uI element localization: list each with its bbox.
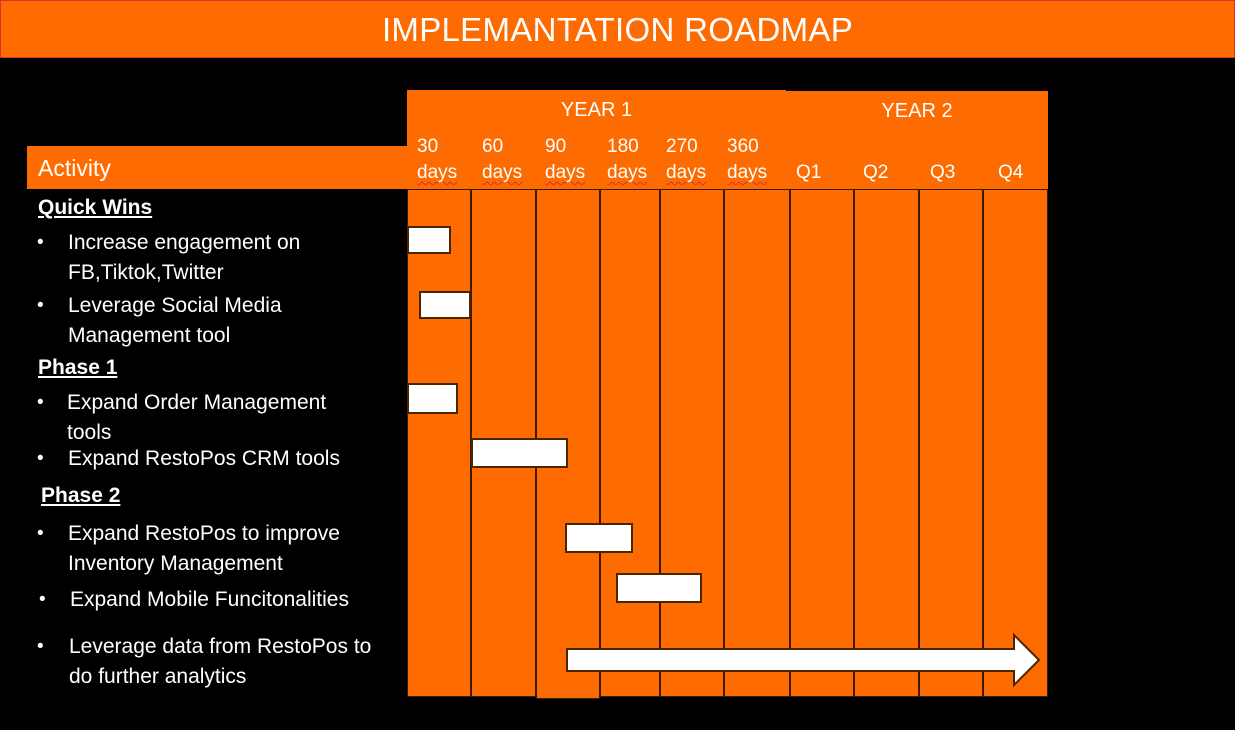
grid-column <box>407 189 471 697</box>
bullet-icon: • <box>37 232 44 253</box>
timeline-bar-order-management <box>407 383 458 414</box>
timeline-bar-mobile <box>616 573 702 603</box>
section-quick-wins: Quick Wins <box>38 196 153 219</box>
activity-header <box>27 146 408 189</box>
column-label-q2: Q2 <box>863 162 889 183</box>
column-label-q4: Q4 <box>998 162 1024 183</box>
activity-mobile: Expand Mobile Funcitonalities <box>70 588 349 611</box>
timeline-arrow-analytics <box>566 632 1041 688</box>
bullet-icon: • <box>39 589 46 610</box>
column-label-q1: Q1 <box>796 162 822 183</box>
grid-column <box>919 189 983 697</box>
section-phase-1: Phase 1 <box>38 356 118 379</box>
timeline-bar-inventory <box>565 523 633 553</box>
section-phase-2: Phase 2 <box>41 484 121 507</box>
activity-label: Activity <box>38 155 111 181</box>
year2-header <box>786 91 1048 191</box>
grid-column <box>854 189 919 697</box>
bullet-icon: • <box>37 392 44 413</box>
bullet-icon: • <box>37 295 44 316</box>
page-title: IMPLEMANTATION ROADMAP <box>381 11 854 48</box>
bullet-icon: • <box>37 523 44 544</box>
title-bar <box>0 0 1235 58</box>
year2-label: YEAR 2 <box>881 100 953 122</box>
bullet-icon: • <box>37 448 44 469</box>
grid-column <box>790 189 854 697</box>
timeline-bar-social-media-tool <box>419 291 471 319</box>
timeline-bar-crm-tools <box>471 438 568 468</box>
activity-crm-tools: Expand RestoPos CRM tools <box>68 447 340 470</box>
grid-column <box>660 189 724 697</box>
year1-header <box>407 90 786 190</box>
grid-column <box>983 189 1048 697</box>
column-label-q3: Q3 <box>930 162 956 183</box>
grid-column <box>724 189 790 697</box>
timeline-bar-increase-engagement <box>407 226 451 254</box>
grid-column <box>600 189 660 697</box>
year1-label: YEAR 1 <box>560 99 633 121</box>
bullet-icon: • <box>37 636 44 657</box>
